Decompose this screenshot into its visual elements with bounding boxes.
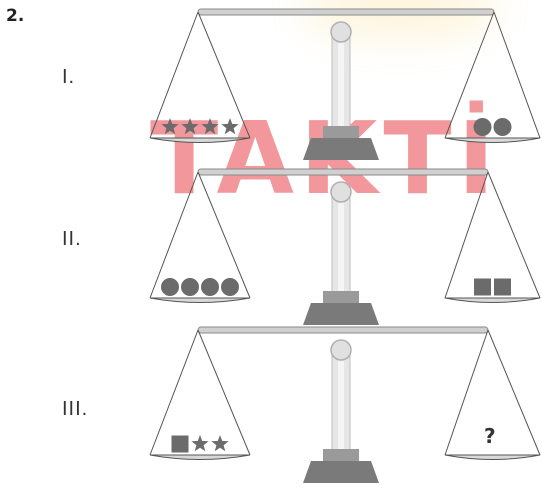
circle-icon (473, 118, 492, 136)
right-pan-string (444, 329, 489, 456)
circle-icon (493, 118, 512, 136)
left-pan-string (149, 11, 199, 139)
right-pan-string (487, 171, 541, 299)
stand-collar (323, 291, 359, 303)
right-pan-string (493, 11, 541, 139)
star-icon (201, 118, 219, 135)
balance-beam (197, 326, 489, 334)
question-number: 2. (6, 6, 25, 26)
left-pan-string (197, 329, 251, 456)
left-pan-string (149, 171, 199, 299)
right-pan (444, 297, 541, 303)
circle-icon (221, 278, 239, 296)
stand-base (303, 303, 379, 325)
unknown-weight-mark: ? (484, 424, 496, 448)
left-pan-string (197, 171, 251, 299)
circle-icon (161, 278, 179, 296)
stand-collar (323, 126, 359, 138)
left-pan (149, 297, 251, 303)
row-label-3: III. (62, 398, 89, 420)
pivot-knob (330, 21, 352, 43)
left-pan-string (149, 329, 199, 456)
square-icon (474, 278, 491, 296)
right-pan (444, 454, 541, 460)
star-icon (211, 435, 229, 452)
right-pan-string (444, 171, 489, 299)
left-pan-string (197, 11, 251, 139)
square-icon (171, 435, 189, 453)
balance-beam (197, 8, 495, 16)
stand-base (303, 461, 379, 483)
stand-collar (323, 449, 359, 461)
star-icon (191, 435, 209, 452)
right-pan-string (487, 329, 541, 456)
pivot-knob (330, 181, 352, 203)
row-label-1: I. (62, 66, 76, 88)
right-pan (444, 137, 541, 143)
stand-column-highlight (338, 192, 344, 305)
left-pan (149, 454, 251, 460)
star-icon (181, 118, 199, 135)
stand-column-highlight (338, 32, 344, 140)
balance-beam (197, 168, 489, 176)
star-icon (221, 118, 239, 135)
pivot-knob (330, 339, 352, 361)
circle-icon (201, 278, 219, 296)
row-label-2: II. (62, 228, 82, 250)
star-icon (161, 118, 179, 135)
circle-icon (181, 278, 199, 296)
stand-column-highlight (338, 350, 344, 463)
left-pan (149, 137, 251, 143)
stand-base (303, 138, 379, 160)
square-icon (494, 278, 511, 296)
right-pan-string (444, 11, 495, 139)
